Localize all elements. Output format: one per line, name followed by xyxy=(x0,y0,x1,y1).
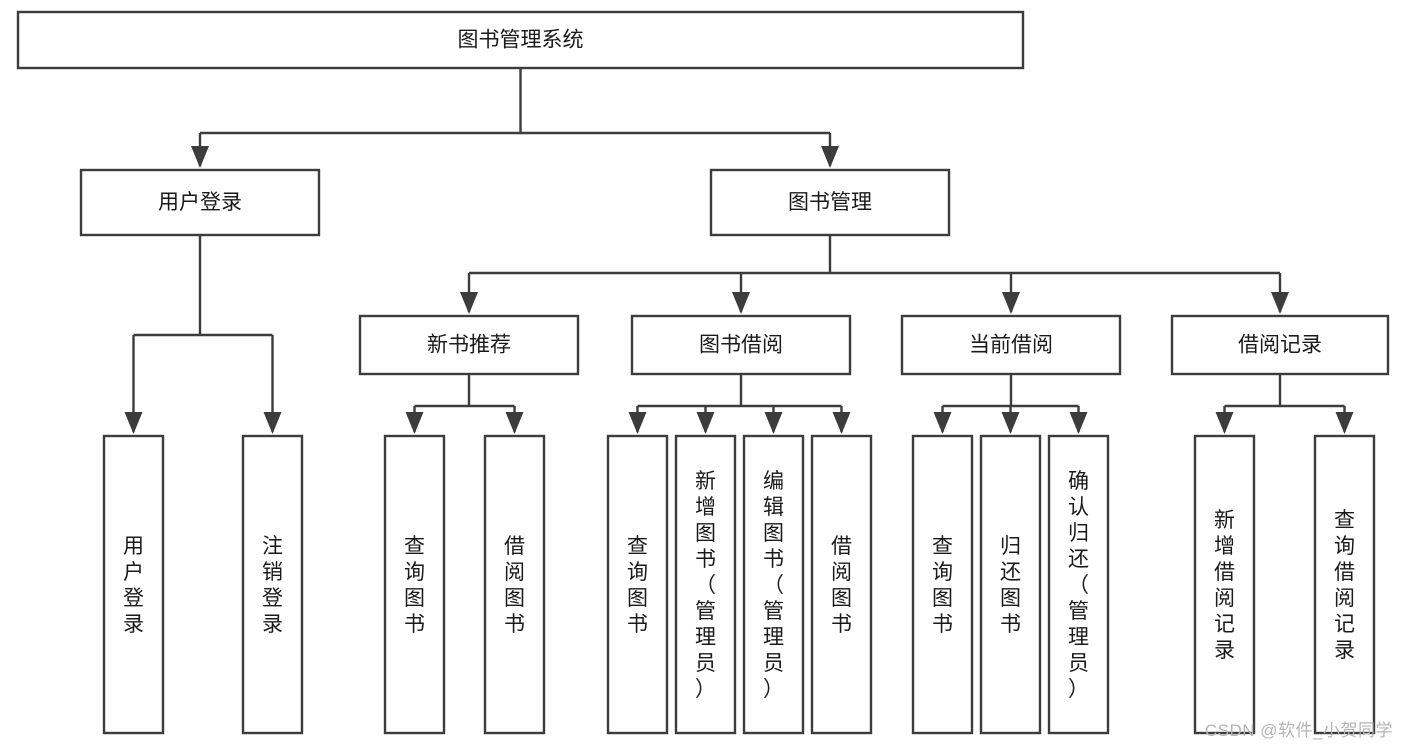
node-box-root xyxy=(16,10,1025,70)
node-box-leaf-add-book xyxy=(674,434,737,735)
node-leaf-borrow-book-bor[interactable]: 借阅图书 xyxy=(810,434,873,735)
node-label-leaf-edit-book: 编辑图书（管理员） xyxy=(763,470,784,701)
node-root[interactable]: 图书管理系统 xyxy=(16,10,1025,70)
node-box-leaf-add-record xyxy=(1193,434,1256,735)
node-label-leaf-return-book: 归还图书 xyxy=(1000,535,1021,636)
node-label-leaf-borrow-book-bor: 借阅图书 xyxy=(831,535,852,636)
node-label-root: 图书管理系统 xyxy=(458,29,584,52)
node-box-leaf-borrow-book-bor xyxy=(810,434,873,735)
node-box-leaf-borrow-book-rec xyxy=(483,434,546,735)
node-label-leaf-borrow-book-rec: 借阅图书 xyxy=(504,535,525,636)
node-leaf-add-record[interactable]: 新增借阅记录 xyxy=(1193,434,1256,735)
node-borrow-record[interactable]: 借阅记录 xyxy=(1170,314,1390,376)
connectors-layer xyxy=(124,68,1354,434)
node-label-leaf-add-book: 新增图书（管理员） xyxy=(695,470,716,701)
node-label-leaf-add-record: 新增借阅记录 xyxy=(1214,509,1235,662)
node-box-leaf-query-book-bor xyxy=(606,434,669,735)
node-label-book-manage: 图书管理 xyxy=(788,191,872,214)
node-box-leaf-logout xyxy=(241,434,304,735)
node-leaf-user-login[interactable]: 用户登录 xyxy=(102,434,165,735)
node-label-leaf-logout: 注销登录 xyxy=(262,535,283,636)
node-box-user-login xyxy=(79,168,321,237)
node-box-leaf-user-login xyxy=(102,434,165,735)
node-leaf-edit-book[interactable]: 编辑图书（管理员） xyxy=(742,434,805,735)
node-leaf-borrow-book-rec[interactable]: 借阅图书 xyxy=(483,434,546,735)
node-leaf-query-record[interactable]: 查询借阅记录 xyxy=(1313,434,1376,735)
watermark-label: CSDN @软件_小贺同学 xyxy=(1204,721,1393,740)
node-label-borrow-record: 借阅记录 xyxy=(1238,334,1322,357)
nodes-layer: 图书管理系统用户登录图书管理新书推荐图书借阅当前借阅借阅记录用户登录注销登录查询… xyxy=(16,10,1390,735)
node-box-leaf-query-book-rec xyxy=(383,434,446,735)
node-box-new-book-rec xyxy=(358,314,580,376)
node-leaf-query-book-bor[interactable]: 查询图书 xyxy=(606,434,669,735)
node-book-borrow[interactable]: 图书借阅 xyxy=(630,314,852,376)
node-box-leaf-query-book-cur xyxy=(911,434,974,735)
node-label-leaf-user-login: 用户登录 xyxy=(123,535,144,636)
node-label-user-login: 用户登录 xyxy=(158,191,242,214)
node-label-leaf-query-book-rec: 查询图书 xyxy=(404,535,425,636)
node-box-book-manage xyxy=(709,168,951,237)
node-leaf-confirm-return[interactable]: 确认归还（管理员） xyxy=(1047,434,1110,735)
node-box-leaf-query-record xyxy=(1313,434,1376,735)
node-label-leaf-confirm-return: 确认归还（管理员） xyxy=(1068,470,1089,701)
node-box-leaf-edit-book xyxy=(742,434,805,735)
node-leaf-query-book-rec[interactable]: 查询图书 xyxy=(383,434,446,735)
node-label-leaf-query-record: 查询借阅记录 xyxy=(1334,509,1355,662)
node-box-current-borrow xyxy=(900,314,1122,376)
node-new-book-rec[interactable]: 新书推荐 xyxy=(358,314,580,376)
node-box-leaf-confirm-return xyxy=(1047,434,1110,735)
node-leaf-logout[interactable]: 注销登录 xyxy=(241,434,304,735)
node-leaf-return-book[interactable]: 归还图书 xyxy=(979,434,1042,735)
node-box-borrow-record xyxy=(1170,314,1390,376)
node-label-current-borrow: 当前借阅 xyxy=(969,334,1053,357)
node-box-book-borrow xyxy=(630,314,852,376)
node-book-manage[interactable]: 图书管理 xyxy=(709,168,951,237)
node-current-borrow[interactable]: 当前借阅 xyxy=(900,314,1122,376)
node-label-book-borrow: 图书借阅 xyxy=(699,334,783,357)
node-box-leaf-return-book xyxy=(979,434,1042,735)
node-label-leaf-query-book-cur: 查询图书 xyxy=(932,535,953,636)
node-leaf-add-book[interactable]: 新增图书（管理员） xyxy=(674,434,737,735)
node-label-new-book-rec: 新书推荐 xyxy=(427,334,511,357)
node-leaf-query-book-cur[interactable]: 查询图书 xyxy=(911,434,974,735)
node-user-login[interactable]: 用户登录 xyxy=(79,168,321,237)
node-label-leaf-query-book-bor: 查询图书 xyxy=(627,535,648,636)
